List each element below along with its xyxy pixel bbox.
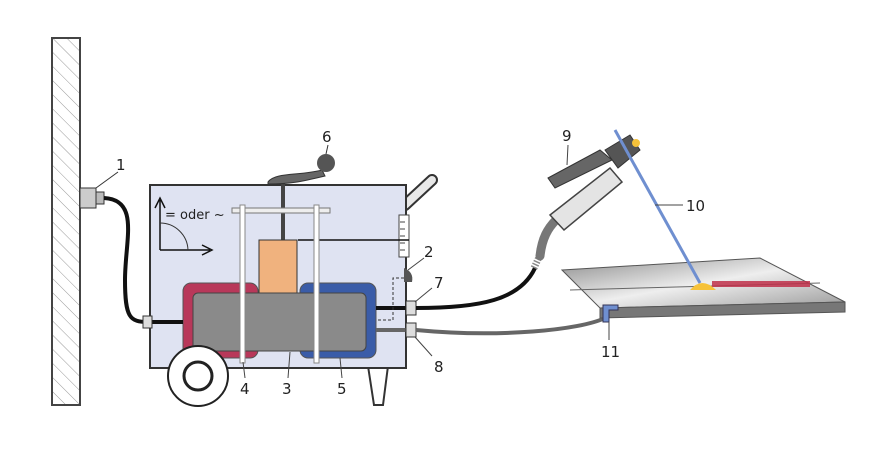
switch-2 xyxy=(404,268,413,282)
label-1: 1 xyxy=(116,156,126,174)
label-6: 6 xyxy=(322,128,332,146)
mains-cable xyxy=(103,196,149,324)
output-socket-electrode xyxy=(405,300,417,316)
current-type-symbol: = oder ~ xyxy=(165,208,225,223)
workpiece-edge xyxy=(599,301,846,319)
weld-seam xyxy=(712,281,810,287)
label-10: 10 xyxy=(686,197,705,215)
crank-knob xyxy=(317,154,335,172)
ground-cable xyxy=(415,316,606,336)
label-7: 7 xyxy=(434,274,444,292)
magnetic-shunt xyxy=(258,239,298,296)
mains-plug xyxy=(95,191,105,205)
welding-arc xyxy=(690,283,716,290)
label-4: 4 xyxy=(240,380,250,398)
mains-socket xyxy=(79,187,97,209)
wall xyxy=(51,37,81,406)
mains-inlet xyxy=(142,315,153,329)
iron-core xyxy=(192,292,367,352)
rod-left xyxy=(239,204,246,364)
output-socket-ground xyxy=(405,322,417,338)
axis-x-icon xyxy=(160,244,214,256)
label-9: 9 xyxy=(562,127,572,145)
rod-right xyxy=(313,204,320,364)
label-11: 11 xyxy=(601,343,620,361)
label-2: 2 xyxy=(424,243,434,261)
label-3: 3 xyxy=(282,380,292,398)
leg xyxy=(366,365,390,406)
cable-boot xyxy=(535,215,561,261)
electrode-cable xyxy=(415,267,537,310)
leader-1 xyxy=(95,171,119,189)
axis-y-icon xyxy=(154,196,166,250)
crank-handle xyxy=(267,169,326,185)
electrode-rod xyxy=(613,129,702,284)
leader-lines xyxy=(242,144,683,379)
label-8: 8 xyxy=(434,358,444,376)
crossbar xyxy=(231,207,331,214)
characteristic-curve xyxy=(159,222,189,251)
label-5: 5 xyxy=(337,380,347,398)
electrode-holder-handle xyxy=(548,166,624,232)
ground-clamp xyxy=(602,304,619,323)
